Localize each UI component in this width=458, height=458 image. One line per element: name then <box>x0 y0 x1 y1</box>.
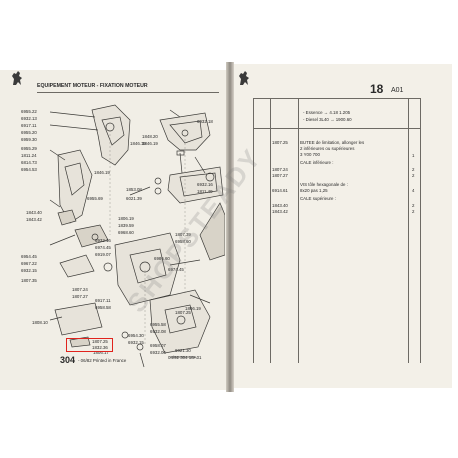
part-label: 6959.30 <box>21 137 37 142</box>
part-label: 1846.19 <box>130 141 146 146</box>
part-label: 6021.39 <box>126 196 142 201</box>
part-label: 1846.19 <box>94 170 110 175</box>
book-spine <box>226 62 234 392</box>
entry-qty: 2 <box>412 167 415 172</box>
table-rule <box>253 98 254 363</box>
part-label: 6967.22 <box>21 261 37 266</box>
heading-rule <box>37 92 219 93</box>
section-number: 18 <box>370 82 384 96</box>
entry-ref: 6914.61 <box>272 188 288 193</box>
part-label: 6932.13 <box>21 116 37 121</box>
table-top-rule <box>253 98 421 99</box>
part-label: 1806.19 <box>118 216 134 221</box>
part-label: 6954.53 <box>21 167 37 172</box>
part-label: 6932.16 <box>197 182 213 187</box>
page-number: 304 <box>60 355 76 365</box>
entry-ref: 1807.27 <box>272 173 288 178</box>
part-label: 6917.11 <box>95 298 111 303</box>
entry-ref: 1843.42 <box>272 209 288 214</box>
entry-desc: CALE inférieure : <box>300 160 334 165</box>
part-label: 04/92 304 18A01 <box>168 355 202 360</box>
part-label: 6954.45 <box>21 254 37 259</box>
part-label: 6955.22 <box>21 109 37 114</box>
table-rule <box>298 98 299 363</box>
footer-note: - 06/82 Printed in France <box>78 358 127 363</box>
table-rule <box>270 98 271 363</box>
part-label: 1811.24 <box>21 153 37 158</box>
table-rule <box>408 98 409 363</box>
part-label: 1843.42 <box>26 217 42 222</box>
part-label: 6974.45 <box>168 267 184 272</box>
part-label: 1839.59 <box>118 223 134 228</box>
part-label: 1808.10 <box>32 320 48 325</box>
part-label: 6955.69 <box>87 196 103 201</box>
entry-desc: 2 inférieures ou supérieures <box>300 146 355 151</box>
part-label: 6021.30 <box>175 348 191 353</box>
part-label: 1807.35 <box>21 278 37 283</box>
right-page <box>231 64 452 388</box>
part-label: 6958.58 <box>95 305 111 310</box>
peugeot-lion-logo <box>12 71 22 85</box>
part-label: 6932.15 <box>21 268 37 273</box>
part-label: 6958.07 <box>150 343 166 348</box>
part-label: 6932.16 <box>95 238 111 243</box>
entry-desc: CALE supérieure : <box>300 196 336 201</box>
entry-qty: 1 <box>412 153 415 158</box>
header-rule <box>253 128 421 129</box>
part-label: 1807.24 <box>72 287 88 292</box>
entry-ref: 1807.25 <box>272 140 288 145</box>
part-label: 6958.60 <box>175 239 191 244</box>
highlight-label: 1832.36 <box>92 345 108 350</box>
part-label: 6919.07 <box>95 252 111 257</box>
table-rule <box>420 98 421 363</box>
part-label: 1848.20 <box>142 134 158 139</box>
part-label: 6932.08 <box>150 329 166 334</box>
part-label: 1811.49 <box>197 189 213 194</box>
entry-qty: 4 <box>412 188 415 193</box>
part-label: 1807.27 <box>72 294 88 299</box>
entry-desc: 8x20 pas 1,25 <box>300 188 328 193</box>
part-label: 6955.58 <box>150 322 166 327</box>
part-label: 1843.40 <box>26 210 42 215</box>
part-label: 6954.30 <box>128 333 144 338</box>
part-label: 1853.08 <box>126 187 142 192</box>
part-label: 1807.25 <box>175 310 191 315</box>
highlight-label: 1807.25 <box>92 339 108 344</box>
part-label: 6932.15 <box>128 340 144 345</box>
part-label: 6932.18 <box>197 119 213 124</box>
highlight-box <box>66 338 113 352</box>
exploded-parts-diagram <box>49 104 225 368</box>
part-label: 1807.39 <box>175 232 191 237</box>
entry-ref: 1843.40 <box>272 203 288 208</box>
part-label: 1846.19 <box>142 141 158 146</box>
peugeot-lion-logo <box>239 71 249 85</box>
part-label: 6955.29 <box>21 146 37 151</box>
header-line: - Essence → 4.18 1.205 <box>303 110 351 115</box>
part-label: 6955.20 <box>21 130 37 135</box>
left-page-heading: EQUIPEMENT MOTEUR - FIXATION MOTEUR <box>37 83 148 89</box>
entry-desc: BUTEE de limitation, allonger les <box>300 140 365 145</box>
part-label: 6974.45 <box>95 245 111 250</box>
header-line: - Diesel 3L40 → 1900.60 <box>303 117 352 122</box>
part-label: 1806.17 <box>93 350 109 355</box>
entry-desc: VIS tôle hexagonale de : <box>300 182 348 187</box>
section-code: A01 <box>391 87 404 94</box>
entry-ref: 1807.24 <box>272 167 288 172</box>
part-label: 1806.19 <box>185 306 201 311</box>
entry-desc: 3 Y00 700 <box>300 152 320 157</box>
entry-qty: 2 <box>412 209 415 214</box>
entry-qty: 2 <box>412 203 415 208</box>
entry-qty: 2 <box>412 173 415 178</box>
part-label: 6986.60 <box>154 256 170 261</box>
part-label: 6814.73 <box>21 160 37 165</box>
part-label: 6968.60 <box>118 230 134 235</box>
part-label: 6917.11 <box>21 123 37 128</box>
part-label: 6932.06 <box>150 350 166 355</box>
